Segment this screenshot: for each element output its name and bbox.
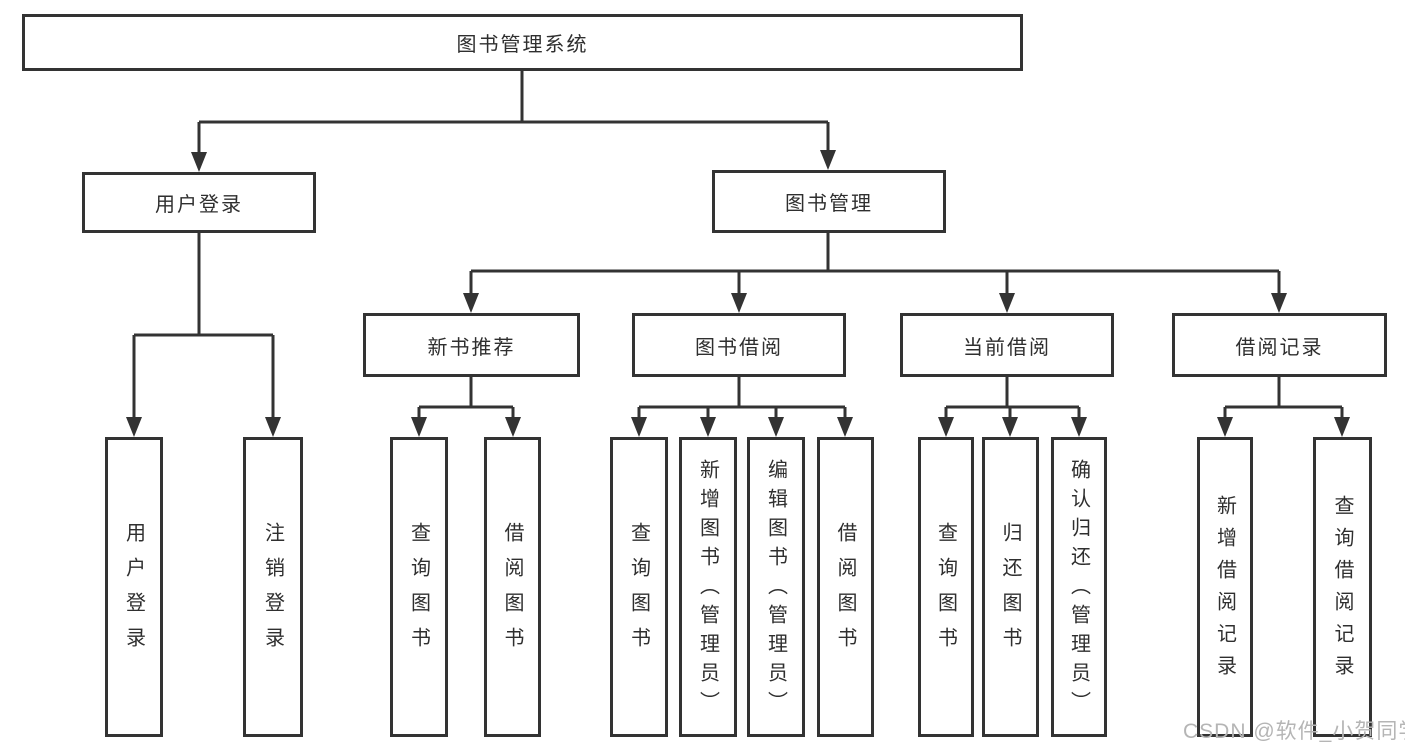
node-book-management: 图书管理: [712, 170, 946, 233]
leaf-current-query-books: 查询图书: [918, 437, 974, 737]
leaf-current-confirm-return-admin: 确认归还（管理员）: [1051, 437, 1107, 737]
arrowhead: [820, 150, 836, 170]
arrowhead: [505, 417, 521, 437]
leaf-borrowing-borrow-books: 借阅图书: [817, 437, 874, 737]
arrowhead: [999, 293, 1015, 313]
arrowhead: [265, 417, 281, 437]
connector-new-book-rec-children: [411, 377, 521, 437]
arrowhead: [768, 417, 784, 437]
leaf-recommend-borrow-books: 借阅图书: [484, 437, 541, 737]
connector-root-to-level2: [191, 70, 836, 172]
leaf-borrowing-edit-books-admin: 编辑图书（管理员）: [747, 437, 805, 737]
connector-book-mgmt-children: [463, 233, 1287, 313]
arrowhead: [126, 417, 142, 437]
arrowhead: [411, 417, 427, 437]
leaf-borrowing-add-books-admin: 新增图书（管理员）: [679, 437, 737, 737]
leaf-logout: 注销登录: [243, 437, 303, 737]
leaf-records-add-record: 新增借阅记录: [1197, 437, 1253, 737]
node-new-book-recommend: 新书推荐: [363, 313, 580, 377]
csdn-watermark: CSDN @软件_小贺同学: [1183, 720, 1405, 743]
arrowhead: [1071, 417, 1087, 437]
leaf-records-query-record: 查询借阅记录: [1313, 437, 1372, 737]
connector-user-login-children: [126, 233, 281, 437]
connector-book-borrow-children: [631, 377, 853, 437]
leaf-recommend-query-books: 查询图书: [390, 437, 448, 737]
arrowhead: [631, 417, 647, 437]
arrowhead: [191, 152, 207, 172]
node-root-system: 图书管理系统: [22, 14, 1023, 71]
arrowhead: [938, 417, 954, 437]
arrowhead: [700, 417, 716, 437]
arrowhead: [731, 293, 747, 313]
arrowhead: [463, 293, 479, 313]
arrowhead: [1271, 293, 1287, 313]
arrowhead: [1334, 417, 1350, 437]
leaf-borrowing-query-books: 查询图书: [610, 437, 668, 737]
connector-current-borrow-children: [938, 377, 1087, 437]
connector-borrow-records-children: [1217, 377, 1350, 437]
node-book-borrowing: 图书借阅: [632, 313, 846, 377]
node-borrow-records: 借阅记录: [1172, 313, 1387, 377]
node-current-borrowing: 当前借阅: [900, 313, 1114, 377]
leaf-user-login: 用户登录: [105, 437, 163, 737]
leaf-current-return-books: 归还图书: [982, 437, 1039, 737]
arrowhead: [1002, 417, 1018, 437]
arrowhead: [837, 417, 853, 437]
arrowhead: [1217, 417, 1233, 437]
node-user-login: 用户登录: [82, 172, 316, 233]
